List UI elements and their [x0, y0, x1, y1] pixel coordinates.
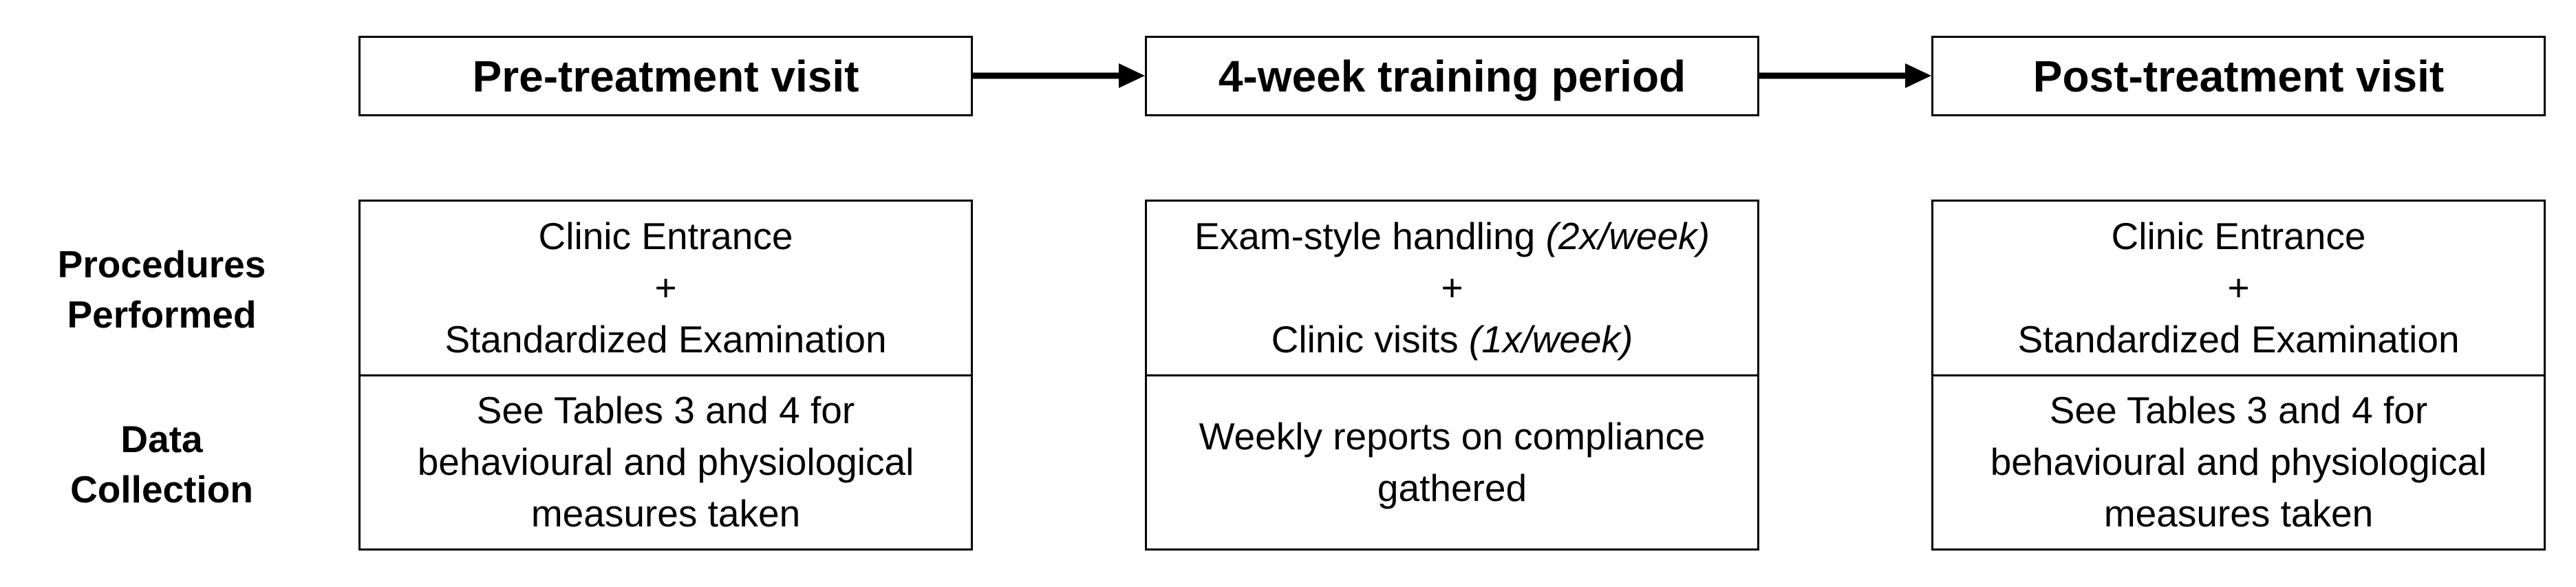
procedure-line: Clinic Entrance — [2111, 214, 2366, 257]
stage-title: Post-treatment visit — [2032, 51, 2445, 101]
data-line: See Tables 3 and 4 for — [2049, 389, 2428, 432]
stage-header-post-treatment: Post-treatment visit — [1931, 36, 2546, 116]
pre-treatment-details: Clinic Entrance + Standardized Examinati… — [358, 200, 973, 551]
stage-title: 4-week training period — [1218, 51, 1686, 101]
procedure-plus: + — [1441, 266, 1463, 309]
procedure-line: Clinic Entrance — [538, 214, 793, 257]
row-label-data-collection: Data Collection — [14, 414, 310, 515]
procedure-text: Exam-style handling — [1194, 214, 1546, 257]
data-line: Weekly reports on compliance — [1199, 414, 1706, 458]
arrow-training-to-post — [1759, 63, 1931, 88]
procedure-plus: + — [2227, 266, 2250, 309]
procedures-cell: Clinic Entrance + Standardized Examinati… — [361, 202, 971, 376]
stage-header-training-period: 4-week training period — [1145, 36, 1759, 116]
procedure-line: Exam-style handling (2x/week) — [1194, 211, 1710, 262]
data-line: measures taken — [2103, 492, 2374, 535]
stage-title: Pre-treatment visit — [472, 51, 859, 101]
row-label-line: Performed — [67, 293, 257, 336]
procedure-line: Standardized Examination — [2017, 317, 2460, 361]
data-line: behavioural and physiological — [417, 440, 914, 484]
arrow-pre-to-training — [973, 63, 1145, 88]
data-line: gathered — [1377, 466, 1527, 509]
procedure-line: Clinic visits (1x/week) — [1271, 314, 1633, 365]
data-line: behavioural and physiological — [1990, 440, 2487, 484]
procedure-text: Clinic visits — [1271, 317, 1469, 361]
row-label-line: Procedures — [57, 243, 266, 286]
procedure-line: Standardized Examination — [444, 317, 887, 361]
procedure-plus: + — [654, 266, 677, 309]
data-collection-cell: Weekly reports on compliance gathered — [1147, 376, 1757, 549]
data-collection-cell: See Tables 3 and 4 for behavioural and p… — [361, 376, 971, 549]
stage-header-pre-treatment: Pre-treatment visit — [358, 36, 973, 116]
procedures-cell: Clinic Entrance + Standardized Examinati… — [1933, 202, 2544, 376]
procedure-frequency: (2x/week) — [1545, 214, 1710, 257]
training-period-details: Exam-style handling (2x/week) + Clinic v… — [1145, 200, 1759, 551]
row-label-line: Data — [120, 418, 203, 460]
post-treatment-details: Clinic Entrance + Standardized Examinati… — [1931, 200, 2546, 551]
row-label-line: Collection — [70, 468, 253, 511]
row-label-procedures-performed: Procedures Performed — [14, 239, 310, 340]
procedure-frequency: (1x/week) — [1468, 317, 1633, 361]
data-collection-cell: See Tables 3 and 4 for behavioural and p… — [1933, 376, 2544, 549]
data-line: measures taken — [530, 492, 801, 535]
procedures-cell: Exam-style handling (2x/week) + Clinic v… — [1147, 202, 1757, 376]
data-line: See Tables 3 and 4 for — [476, 389, 855, 432]
